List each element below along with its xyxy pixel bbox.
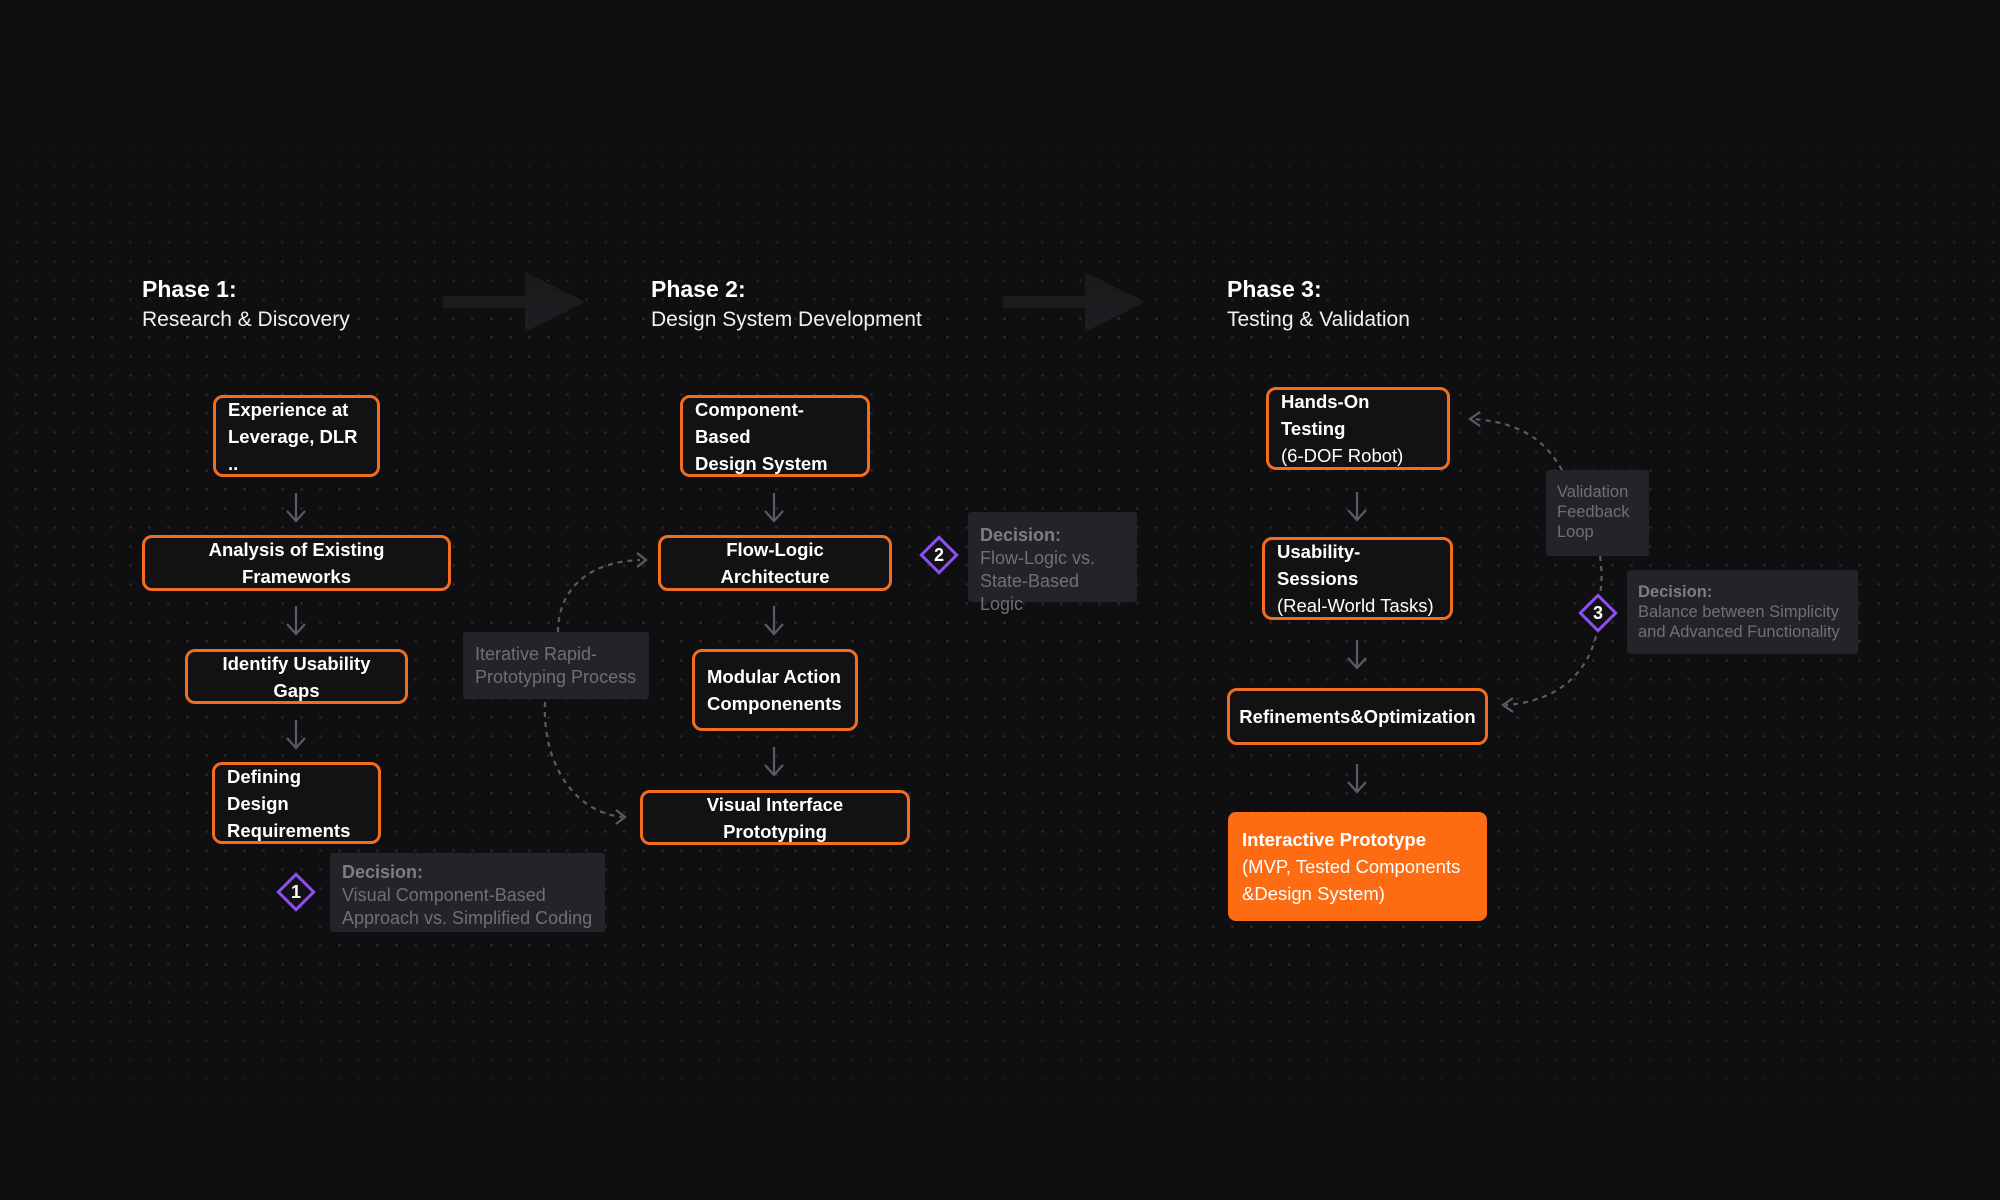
arrow-p3-3 bbox=[1347, 764, 1367, 794]
step-modular-action-components[interactable]: Modular Action Componenents bbox=[692, 649, 858, 731]
phase-1-header: Phase 1: Research & Discovery bbox=[142, 274, 350, 335]
decision-text-line-1: Visual Component-Based bbox=[342, 885, 546, 905]
step-label-line-2: Componenents bbox=[707, 693, 842, 714]
step-label-line-1: Modular Action bbox=[707, 666, 841, 687]
decision-text-line-1: Balance between Simplicity bbox=[1638, 603, 1839, 621]
decision-number: 1 bbox=[290, 881, 301, 902]
arrow-p1-2 bbox=[286, 606, 306, 636]
step-visual-interface-prototyping[interactable]: Visual Interface Prototyping bbox=[640, 790, 910, 845]
arrow-p1-1 bbox=[286, 493, 306, 523]
decision-text-line-2: and Advanced Functionality bbox=[1638, 623, 1840, 641]
phase-subtitle: Testing & Validation bbox=[1227, 307, 1410, 331]
decision-3-note: Decision: Balance between Simplicity and… bbox=[1627, 570, 1858, 654]
decision-3-marker: 3 bbox=[1578, 593, 1618, 633]
phase-3-header: Phase 3: Testing & Validation bbox=[1227, 274, 1410, 335]
arrow-p1-3 bbox=[286, 720, 306, 750]
step-component-based-design-system[interactable]: Component-Based Design System bbox=[680, 395, 870, 477]
decision-text-line-2: Approach vs. Simplified Coding bbox=[342, 908, 593, 928]
step-label: Analysis of Existing Frameworks bbox=[208, 539, 385, 587]
step-label-line-2: Design System bbox=[695, 452, 828, 474]
loop-arrow-to-hands-on bbox=[1471, 417, 1563, 471]
step-hands-on-testing[interactable]: Hands-On Testing (6-DOF Robot) bbox=[1266, 387, 1450, 470]
decision-text-line-2: State-Based Logic bbox=[980, 571, 1080, 614]
phase-progress-arrow-2 bbox=[1003, 272, 1145, 332]
phase-title: Phase 3: bbox=[1227, 276, 1322, 302]
decision-heading: Decision: bbox=[980, 525, 1062, 545]
loop-text-line-1: Validation bbox=[1557, 483, 1629, 501]
decision-number: 2 bbox=[933, 544, 944, 565]
arrow-p2-2 bbox=[764, 606, 784, 636]
step-label-line-2: (Real-World Tasks) bbox=[1277, 595, 1434, 616]
loop-arrow-to-flow-logic bbox=[556, 558, 641, 633]
final-label-line-2: (MVP, Tested Components bbox=[1242, 856, 1461, 877]
step-label-line-1: Hands-On Testing bbox=[1281, 391, 1370, 439]
final-interactive-prototype[interactable]: Interactive Prototype (MVP, Tested Compo… bbox=[1228, 812, 1487, 921]
step-label-line-2: Leverage, DLR .. bbox=[228, 425, 358, 474]
decision-text-line-1: Flow-Logic vs. bbox=[980, 548, 1096, 568]
loop-text-line-1: Iterative Rapid- bbox=[475, 644, 598, 664]
step-label-line-2: (6-DOF Robot) bbox=[1281, 445, 1404, 466]
phase-subtitle: Design System Development bbox=[651, 307, 922, 331]
decision-1-note: Decision: Visual Component-Based Approac… bbox=[330, 853, 605, 932]
decision-2-marker: 2 bbox=[919, 535, 959, 575]
loop-text-line-2: Prototyping Process bbox=[475, 667, 637, 687]
step-label: Identify Usability Gaps bbox=[222, 652, 371, 701]
step-label-line-1: Experience at bbox=[228, 398, 349, 420]
step-label-line-1: Defining Design bbox=[227, 765, 301, 814]
phase-progress-arrow-1 bbox=[443, 272, 585, 332]
validation-feedback-loop-note: Validation Feedback Loop bbox=[1546, 470, 1649, 556]
step-analysis-existing-frameworks[interactable]: Analysis of Existing Frameworks bbox=[142, 535, 451, 591]
step-label: Refinements&Optimization bbox=[1239, 706, 1476, 727]
arrow-p2-3 bbox=[764, 747, 784, 777]
step-label: Flow-Logic Architecture bbox=[720, 539, 830, 587]
phase-2-header: Phase 2: Design System Development bbox=[651, 274, 922, 335]
decision-1-marker: 1 bbox=[276, 872, 316, 912]
phase-title: Phase 2: bbox=[651, 276, 746, 302]
loop-text-line-2: Feedback bbox=[1557, 503, 1630, 521]
step-defining-design-requirements[interactable]: Defining Design Requirements bbox=[212, 762, 381, 844]
decision-number: 3 bbox=[1592, 602, 1603, 623]
step-refinements-optimization[interactable]: Refinements&Optimization bbox=[1227, 688, 1488, 745]
decision-heading: Decision: bbox=[1638, 583, 1713, 601]
final-label-line-1: Interactive Prototype bbox=[1242, 829, 1427, 850]
step-identify-usability-gaps[interactable]: Identify Usability Gaps bbox=[185, 649, 408, 704]
step-experience-at-leverage[interactable]: Experience at Leverage, DLR .. bbox=[213, 395, 380, 477]
step-flow-logic-architecture[interactable]: Flow-Logic Architecture bbox=[658, 535, 892, 591]
arrow-p3-2 bbox=[1347, 640, 1367, 670]
loop-arrow-from-loop-to-decision bbox=[1598, 555, 1603, 595]
loop-arrow-to-visual-prototyping bbox=[543, 701, 623, 819]
arrow-p3-1 bbox=[1347, 492, 1367, 522]
final-label-line-3: &Design System) bbox=[1242, 883, 1385, 904]
step-label-line-1: Usability-Sessions bbox=[1277, 541, 1361, 589]
loop-text-line-3: Loop bbox=[1557, 523, 1594, 541]
phase-subtitle: Research & Discovery bbox=[142, 307, 350, 331]
step-label-line-2: Requirements bbox=[227, 819, 351, 841]
phase-title: Phase 1: bbox=[142, 276, 237, 302]
step-label: Visual Interface Prototyping bbox=[706, 793, 844, 842]
decision-2-note: Decision: Flow-Logic vs. State-Based Log… bbox=[968, 512, 1137, 614]
step-usability-sessions[interactable]: Usability-Sessions (Real-World Tasks) bbox=[1262, 537, 1453, 620]
loop-arrow-to-refinements bbox=[1505, 635, 1598, 707]
iterative-prototyping-note: Iterative Rapid- Prototyping Process bbox=[463, 632, 649, 699]
arrow-p2-1 bbox=[764, 493, 784, 523]
decision-heading: Decision: bbox=[342, 862, 424, 882]
step-label-line-1: Component-Based bbox=[695, 398, 804, 447]
